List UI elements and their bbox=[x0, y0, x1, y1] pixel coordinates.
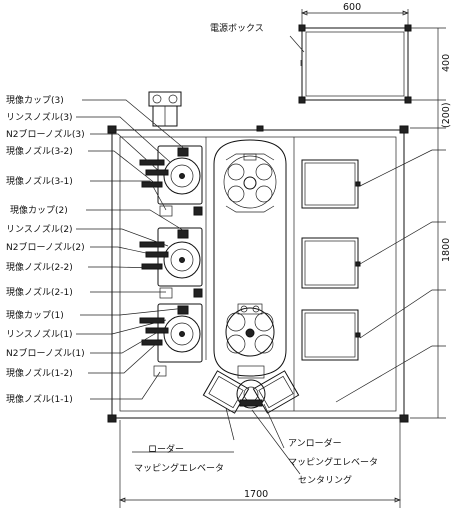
label-n2-blow-nozzle-3: N2ブローノズル(3) bbox=[6, 128, 85, 140]
develop-station-1 bbox=[139, 303, 203, 377]
electrical-box-leader bbox=[289, 35, 305, 53]
electrical-box-label: 電源ボックス bbox=[210, 23, 264, 34]
right-unit-1 bbox=[301, 159, 361, 209]
dim-box-width-label: 600 bbox=[343, 2, 361, 13]
label-n2-blow-nozzle-1: N2ブローノズル(1) bbox=[6, 347, 85, 359]
transfer-track bbox=[213, 139, 287, 377]
label-develop-nozzle-1-1: 現像ノズル(1-1) bbox=[6, 393, 73, 405]
top-motor-unit bbox=[148, 91, 182, 127]
dim-body-height bbox=[410, 128, 446, 419]
dim-body-height-label: 1800 bbox=[441, 238, 452, 262]
label-unloader-line2: マッピングエレベータ bbox=[288, 456, 378, 468]
label-rinse-nozzle-1: リンスノズル(1) bbox=[6, 328, 73, 340]
right-unit-leaders bbox=[335, 149, 446, 403]
label-develop-nozzle-3-1: 現像ノズル(3-1) bbox=[6, 175, 73, 187]
label-develop-nozzle-2-2: 現像ノズル(2-2) bbox=[6, 261, 73, 273]
develop-station-2 bbox=[139, 227, 203, 299]
left-leader-lines bbox=[76, 99, 187, 400]
label-develop-nozzle-3-2: 現像ノズル(3-2) bbox=[6, 145, 73, 157]
dim-body-width bbox=[119, 420, 401, 508]
electrical-box bbox=[298, 24, 412, 104]
label-rinse-nozzle-3: リンスノズル(3) bbox=[6, 111, 73, 123]
label-develop-nozzle-1-2: 現像ノズル(1-2) bbox=[6, 367, 73, 379]
loader-unloader-assembly bbox=[202, 365, 300, 414]
label-develop-cup-1: 現像カップ(1) bbox=[6, 309, 64, 321]
dim-box-height bbox=[410, 27, 446, 129]
label-loader-line1: ローダー bbox=[148, 443, 184, 455]
right-unit-2 bbox=[301, 237, 361, 289]
label-centering: センタリング bbox=[298, 474, 352, 486]
label-develop-nozzle-2-1: 現像ノズル(2-1) bbox=[6, 286, 73, 298]
label-rinse-nozzle-2: リンスノズル(2) bbox=[6, 223, 73, 235]
dim-box-height-label: 400 bbox=[441, 54, 452, 72]
right-unit-3 bbox=[301, 309, 361, 361]
label-n2-blow-nozzle-2: N2ブローノズル(2) bbox=[6, 241, 85, 253]
dim-gap-label: (200) bbox=[441, 102, 452, 128]
label-develop-cup-3: 現像カップ(3) bbox=[6, 94, 64, 106]
label-develop-cup-2: 現像カップ(2) bbox=[10, 204, 68, 216]
bottom-leader-lines bbox=[132, 403, 301, 475]
label-unloader-line1: アンローダー bbox=[288, 437, 342, 449]
label-loader-line2: マッピングエレベータ bbox=[134, 462, 224, 474]
dim-body-width-label: 1700 bbox=[244, 489, 268, 500]
dim-box-width bbox=[301, 9, 409, 26]
